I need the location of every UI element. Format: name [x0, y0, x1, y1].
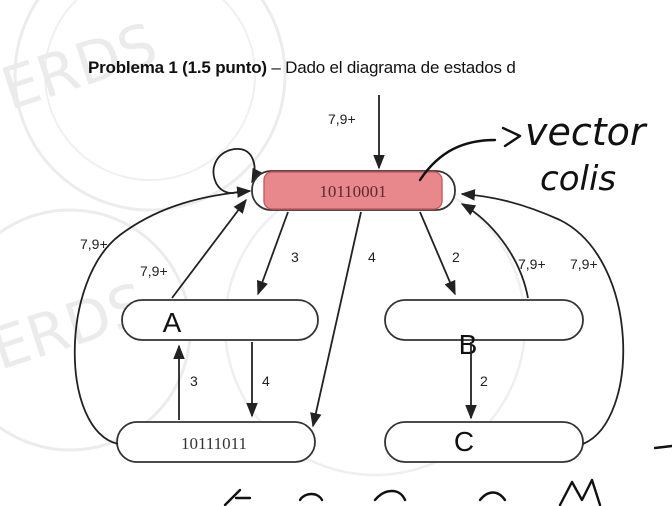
handwritten-pointer [418, 138, 497, 182]
handwritten-fragment-2 [298, 492, 324, 502]
state-b-label: B [459, 329, 478, 360]
state-bottom-label: 10111011 [181, 434, 247, 453]
edge-top-to-a-label: 3 [291, 249, 299, 265]
handwritten-word-1: vector [525, 110, 648, 154]
edge-b-to-top [460, 203, 529, 299]
handwritten-fragment-4 [478, 491, 507, 502]
handwritten-fragment-6 [653, 444, 672, 450]
handwritten-arrowhead [501, 126, 522, 148]
edge-b-to-top-label: 7,9+ [518, 256, 546, 272]
state-top-label: 10110001 [319, 182, 386, 201]
state-a [121, 299, 319, 341]
problem-title: Problema 1 (1.5 punto) [88, 58, 267, 77]
edge-top-to-bottom-label: 4 [368, 249, 376, 265]
handwritten-fragment-5 [558, 478, 602, 506]
edge-a-to-top [171, 198, 247, 299]
handwritten-word-2: colis [540, 159, 616, 199]
edge-top-to-a [257, 211, 289, 296]
edge-outer-left [73, 186, 252, 445]
edge-c-to-top [460, 189, 625, 445]
state-a-label: A [163, 307, 182, 338]
state-top-highlight [263, 171, 443, 210]
heading-dash: – [266, 58, 286, 77]
edge-a-to-top-label: 7,9+ [140, 263, 168, 279]
edge-c-to-top-label: 7,9+ [570, 256, 598, 272]
self-loop-edge [212, 147, 263, 194]
handwritten-fragment-1 [223, 488, 252, 506]
state-c-label: C [454, 426, 474, 457]
problem-heading: Problema 1 (1.5 punto) – Dado el diagram… [88, 58, 516, 78]
edge-b-to-c-label: 2 [480, 373, 488, 389]
state-bottom [116, 421, 316, 463]
edge-outer-left-label: 7,9+ [80, 236, 108, 252]
edge-top-to-bottom [310, 211, 362, 428]
heading-text: Dado el diagrama de estados d [285, 58, 516, 77]
handwritten-fragment-3 [373, 489, 407, 502]
edge-top-to-b-label: 2 [452, 249, 460, 265]
state-b [384, 299, 584, 341]
state-c [384, 421, 584, 463]
edge-top-to-b [419, 211, 456, 296]
incoming-edge-label: 7,9+ [328, 111, 356, 127]
edge-bottom-to-a-label: 3 [190, 373, 198, 389]
edge-a-to-bottom-label: 4 [262, 373, 270, 389]
